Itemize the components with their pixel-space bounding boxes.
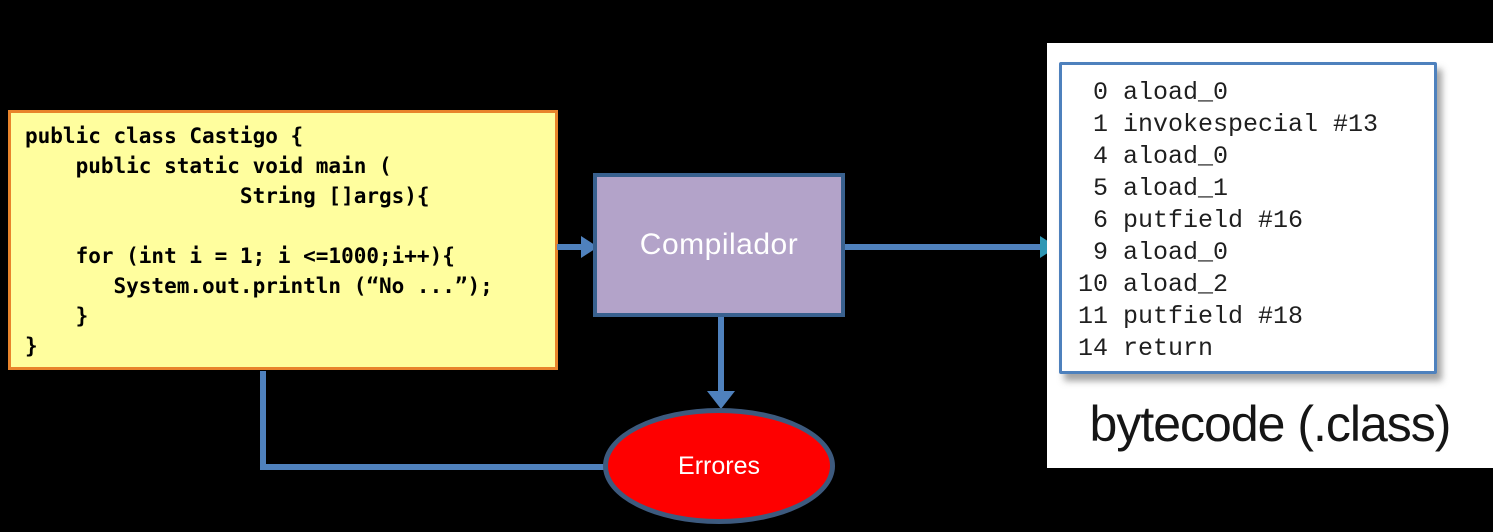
bytecode-panel: 0 aload_0 1 invokespecial #13 4 aload_0 … [1047,43,1493,468]
errors-ellipse: Errores [603,408,835,524]
connector-vertical-segment [260,371,266,468]
arrow-line [718,317,724,392]
compiler-box: Compilador [593,173,845,317]
bytecode-listing-text: 0 aload_0 1 invokespecial #13 4 aload_0 … [1078,78,1379,363]
source-code-text: public class Castigo { public static voi… [25,124,493,358]
arrow-down-icon [707,391,735,409]
errors-label: Errores [678,451,760,480]
bytecode-caption: bytecode (.class) [1089,396,1452,452]
compiler-label: Compilador [639,228,799,261]
arrow-line [557,244,585,250]
connector-horizontal-segment [260,464,606,470]
bytecode-listing-box: 0 aload_0 1 invokespecial #13 4 aload_0 … [1059,62,1437,374]
arrow-line [845,244,1042,250]
source-code-box: public class Castigo { public static voi… [8,110,558,370]
